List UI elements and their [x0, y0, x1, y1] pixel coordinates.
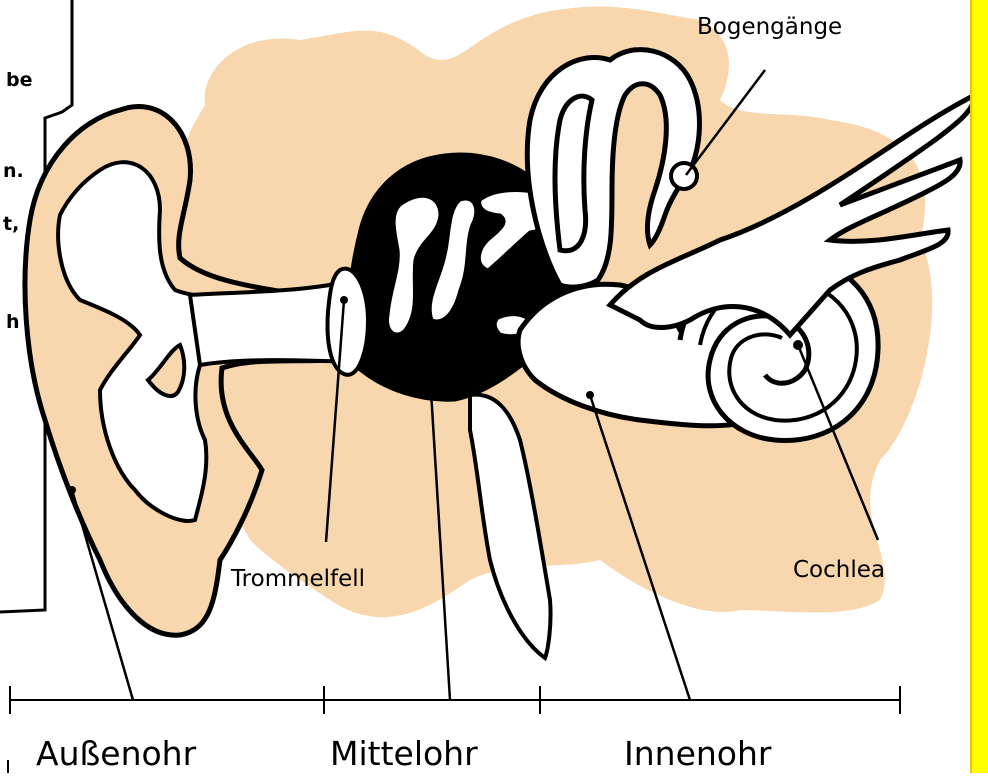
section-labels: Außenohr Mittelohr Innenohr [36, 734, 772, 773]
section-innenohr: Innenohr [624, 734, 772, 773]
dot-aussenohr [68, 486, 76, 494]
dot-trommelfell [340, 296, 348, 304]
label-cochlea: Cochlea [793, 557, 885, 583]
section-aussenohr: Außenohr [36, 734, 197, 773]
cut-off-text-line: be [6, 69, 33, 91]
eardrum [328, 269, 368, 375]
label-trommelfell: Trommelfell [230, 566, 365, 592]
dot-innenohr [586, 391, 594, 399]
cut-off-text-line: h [6, 311, 20, 333]
dot-mittelohr [426, 371, 434, 379]
section-mittelohr: Mittelohr [330, 734, 478, 773]
cut-off-text-line: n. [3, 160, 24, 182]
cut-off-text-line: t, [3, 213, 19, 235]
label-bogengaenge: Bogengänge [697, 14, 842, 40]
highlight-bar [970, 0, 988, 773]
